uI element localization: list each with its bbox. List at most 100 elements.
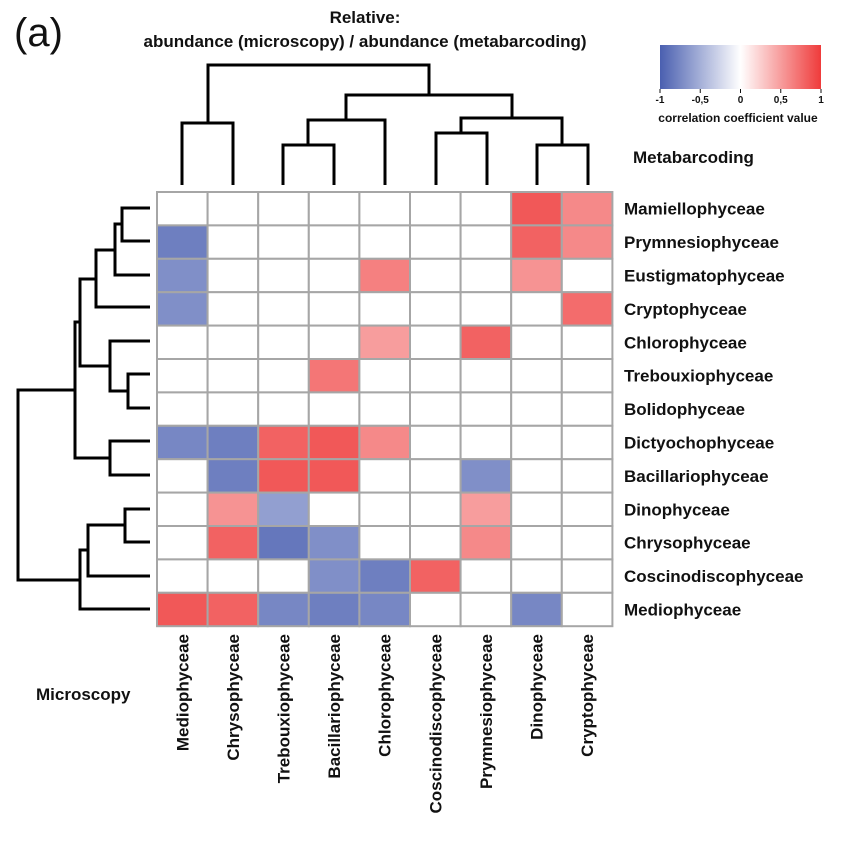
heatmap-cell — [156, 558, 209, 594]
heatmap-cell — [206, 257, 260, 294]
heatmap-cell — [510, 257, 563, 294]
heatmap-cell — [560, 224, 614, 260]
heatmap-cell — [257, 391, 310, 427]
heatmap-cell — [409, 591, 462, 628]
heatmap-cell — [459, 458, 513, 494]
heatmap-cell — [257, 291, 310, 327]
heatmap-cell — [560, 358, 614, 394]
chart-subtitle: abundance (microscopy) / abundance (meta… — [143, 32, 586, 51]
heatmap-cell — [307, 291, 361, 327]
heatmap-cell — [560, 391, 614, 427]
heatmap-cell — [459, 558, 513, 594]
heatmap-cell — [206, 591, 260, 628]
heatmap-cell — [307, 424, 361, 461]
colorbar-tick-label: -0,5 — [692, 95, 710, 106]
row-label: Bolidophyceae — [624, 400, 745, 419]
heatmap-cells — [156, 191, 614, 628]
heatmap-cell — [358, 291, 411, 327]
heatmap-cell — [156, 257, 209, 294]
heatmap-cell — [409, 525, 462, 561]
heatmap-cell — [257, 191, 310, 227]
heatmap-cell — [206, 424, 260, 461]
heatmap-cell — [510, 591, 563, 628]
heatmap-cell — [206, 558, 260, 594]
heatmap-cell — [560, 324, 614, 361]
heatmap-cell — [459, 491, 513, 528]
microscopy-axis-title: Microscopy — [36, 685, 131, 704]
heatmap-cell — [459, 224, 513, 260]
heatmap-cell — [206, 191, 260, 227]
heatmap-cell — [358, 591, 411, 628]
heatmap-cell — [358, 324, 411, 361]
heatmap-cell — [459, 257, 513, 294]
heatmap-cell — [307, 591, 361, 628]
heatmap-cell — [156, 591, 209, 628]
heatmap-cell — [409, 324, 462, 361]
heatmap-cell — [257, 358, 310, 394]
column-label: Mediophyceae — [173, 634, 192, 751]
heatmap-cell — [358, 224, 411, 260]
heatmap-cell — [358, 257, 411, 294]
heatmap-cell — [257, 324, 310, 361]
heatmap-cell — [409, 491, 462, 528]
heatmap-cell — [510, 491, 563, 528]
row-label: Eustigmatophyceae — [624, 267, 785, 286]
column-label: Cryptophyceae — [578, 634, 597, 757]
heatmap-cell — [510, 358, 563, 394]
heatmap-cell — [510, 324, 563, 361]
heatmap-cell — [206, 491, 260, 528]
heatmap-cell — [257, 591, 310, 628]
heatmap-cell — [307, 324, 361, 361]
heatmap-cell — [510, 424, 563, 461]
heatmap-cell — [459, 191, 513, 227]
heatmap-cell — [459, 525, 513, 561]
heatmap-cell — [257, 558, 310, 594]
heatmap-cell — [560, 291, 614, 327]
heatmap-cell — [409, 458, 462, 494]
heatmap-cell — [156, 424, 209, 461]
heatmap-cell — [156, 324, 209, 361]
heatmap-cell — [409, 257, 462, 294]
colorbar-title: correlation coefficient value — [658, 111, 818, 125]
heatmap-cell — [307, 391, 361, 427]
heatmap-cell — [206, 525, 260, 561]
colorbar-tick-label: 1 — [818, 95, 824, 106]
heatmap-cell — [257, 491, 310, 528]
row-label: Coscinodiscophyceae — [624, 567, 804, 586]
heatmap-cell — [560, 424, 614, 461]
heatmap-cell — [156, 224, 209, 260]
heatmap-cell — [409, 391, 462, 427]
row-label: Mamiellophyceae — [624, 200, 765, 219]
heatmap-cell — [156, 458, 209, 494]
column-label: Trebouxiophyceae — [275, 634, 294, 783]
heatmap-cell — [156, 525, 209, 561]
column-label: Coscinodiscophyceae — [426, 634, 445, 814]
row-label: Bacillariophyceae — [624, 467, 769, 486]
heatmap-cell — [560, 591, 614, 628]
row-label: Chlorophyceae — [624, 333, 747, 352]
heatmap-cell — [156, 391, 209, 427]
colorbar-gradient — [660, 45, 821, 89]
heatmap-cell — [459, 591, 513, 628]
row-label: Dictyochophyceae — [624, 434, 774, 453]
heatmap-cell — [358, 558, 411, 594]
heatmap-cell — [459, 291, 513, 327]
heatmap-cell — [459, 391, 513, 427]
heatmap-cell — [257, 224, 310, 260]
heatmap-cell — [459, 324, 513, 361]
heatmap-cell — [510, 525, 563, 561]
heatmap-cell — [510, 391, 563, 427]
colorbar-tick-label: 0,5 — [774, 95, 788, 106]
heatmap-cell — [560, 191, 614, 227]
heatmap-cell — [206, 291, 260, 327]
row-label: Trebouxiophyceae — [624, 367, 773, 386]
column-label: Chlorophyceae — [376, 634, 395, 757]
heatmap-cell — [307, 257, 361, 294]
heatmap-cell — [206, 391, 260, 427]
heatmap-cell — [409, 191, 462, 227]
heatmap-cell — [409, 424, 462, 461]
heatmap-cell — [206, 224, 260, 260]
